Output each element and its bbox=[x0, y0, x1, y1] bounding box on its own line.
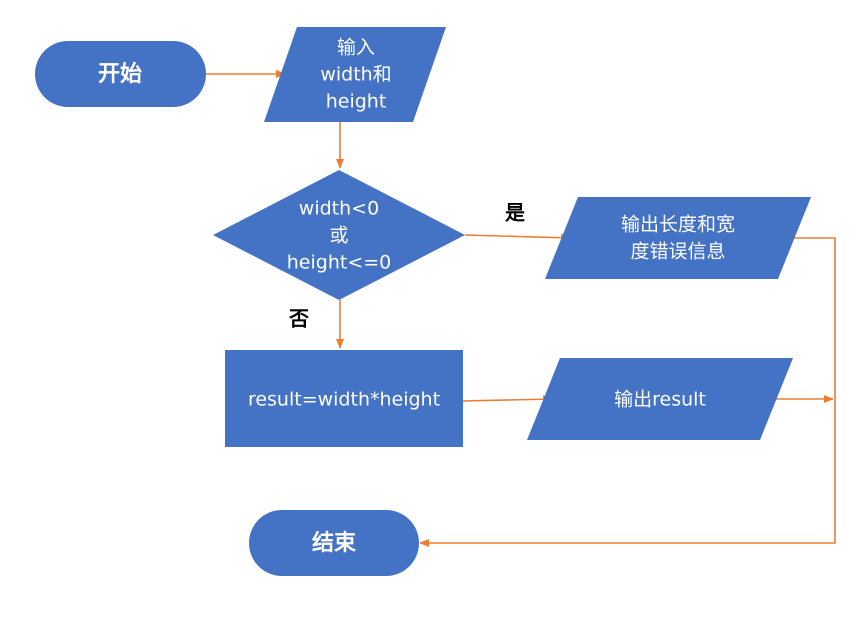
decision-label-line-2: 或 bbox=[329, 225, 348, 247]
decision-label-line-3: height<=0 bbox=[287, 252, 392, 274]
result-output-parallelogram-shape bbox=[527, 358, 793, 440]
error-output-parallelogram-shape bbox=[545, 197, 811, 279]
node-input: 输入 width和 height bbox=[264, 27, 446, 122]
end-terminator-shape bbox=[249, 510, 419, 576]
decision-label-line-1: width<0 bbox=[299, 198, 379, 220]
input-label-line-3: height bbox=[326, 91, 387, 113]
input-label-line-2: width和 bbox=[320, 64, 391, 86]
node-start: 开始 bbox=[35, 41, 206, 107]
connectors bbox=[205, 70, 836, 547]
node-error-output: 输出长度和宽 度错误信息 bbox=[545, 197, 811, 279]
node-result-output: 输出result bbox=[527, 358, 793, 440]
edge-label-no: 否 bbox=[288, 307, 309, 331]
input-label-line-1: 输入 bbox=[337, 37, 375, 59]
compute-rectangle-shape bbox=[225, 350, 463, 447]
result-output-label: 输出result bbox=[614, 389, 706, 411]
node-end: 结束 bbox=[249, 510, 419, 576]
start-terminator-shape bbox=[35, 41, 206, 107]
node-compute: result=width*height bbox=[225, 350, 463, 447]
edge-decision-to-error-output bbox=[464, 233, 571, 242]
error-output-label-line-1: 输出长度和宽 bbox=[621, 214, 735, 236]
compute-label: result=width*height bbox=[248, 389, 440, 411]
error-output-label-line-2: 度错误信息 bbox=[630, 241, 725, 263]
edge-error-output-to-end bbox=[419, 237, 836, 547]
edge-label-yes: 是 bbox=[504, 201, 525, 225]
decision-diamond-shape bbox=[213, 170, 465, 300]
end-label: 结束 bbox=[312, 530, 357, 556]
edge-compute-to-result-output bbox=[462, 395, 553, 404]
node-decision: width<0 或 height<=0 bbox=[213, 170, 465, 300]
input-parallelogram-shape bbox=[264, 27, 446, 122]
start-label: 开始 bbox=[98, 61, 142, 87]
